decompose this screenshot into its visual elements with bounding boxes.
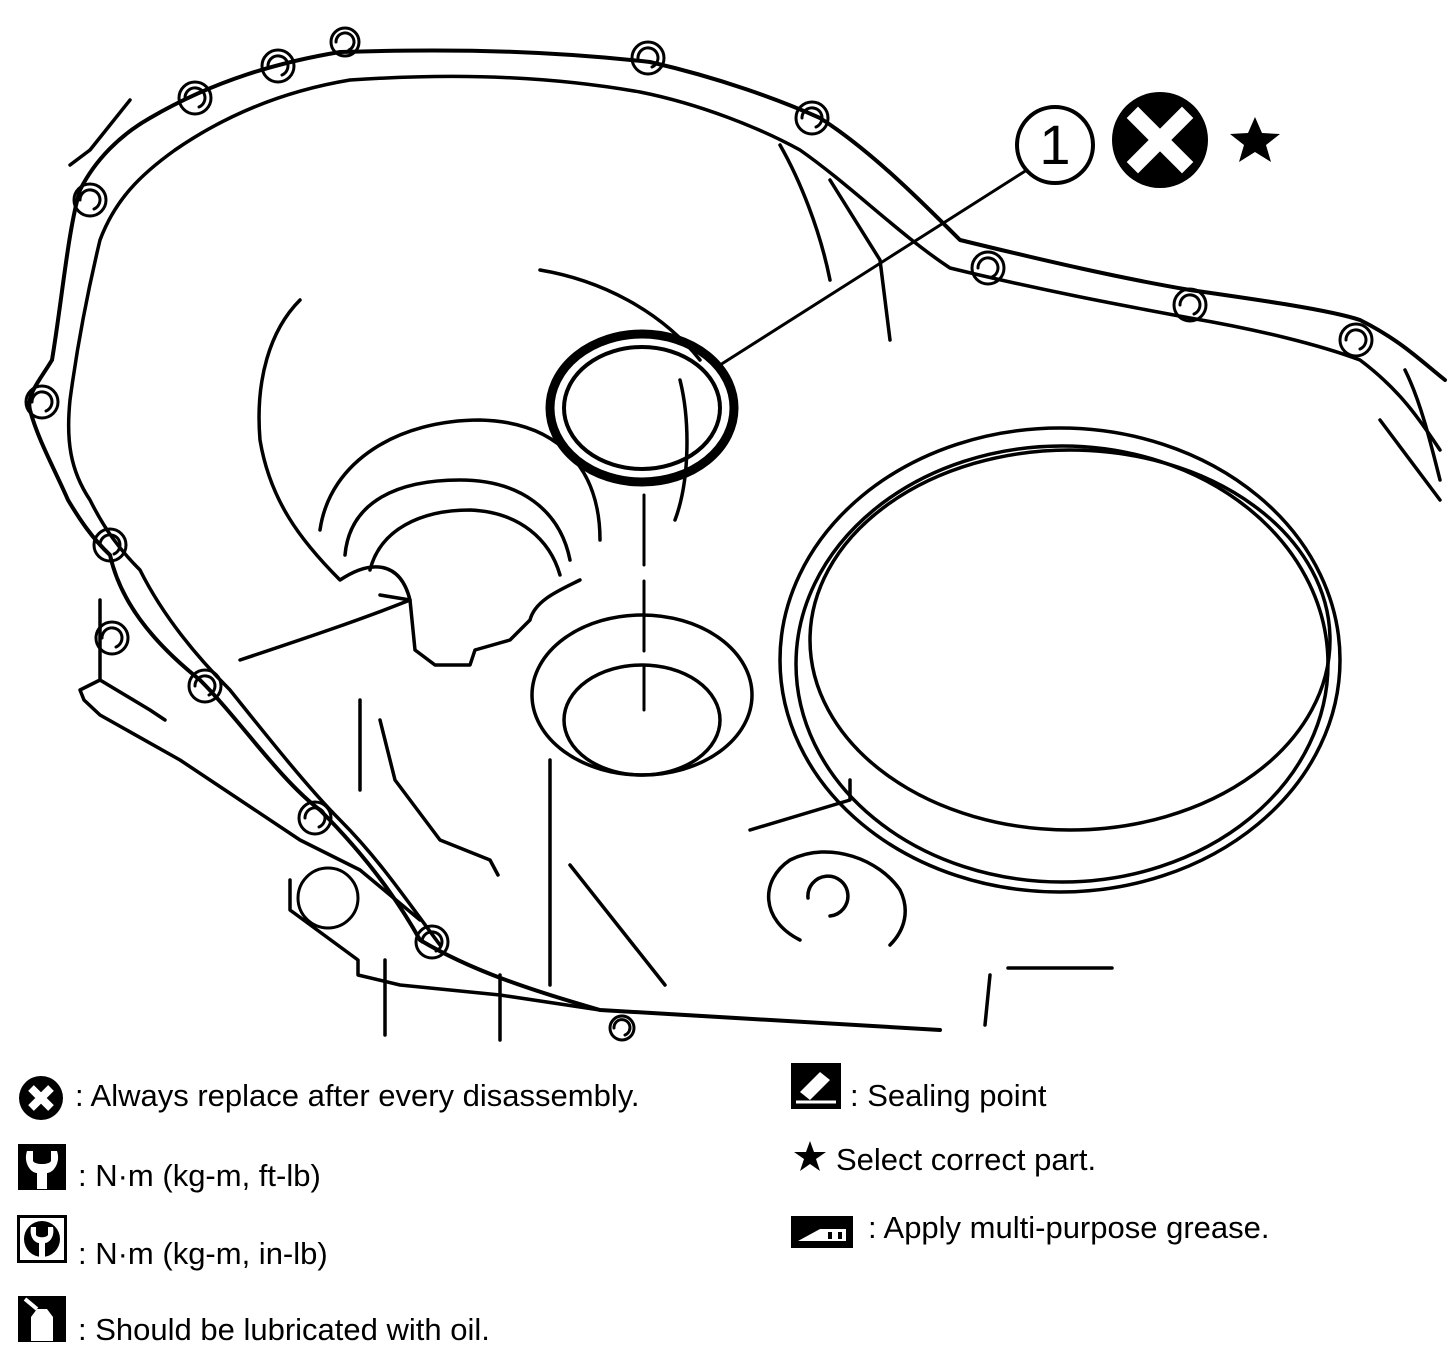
case-lower-walls [358,698,667,1042]
callout-leader-line [718,166,1032,367]
housing-details [68,98,1442,1027]
sealant-tube-icon [791,1063,841,1109]
grease-gun-icon [791,1216,853,1248]
legend-torque-ft-text: : N·m (kg-m, ft-lb) [78,1158,321,1193]
housing-left-ledge [78,598,602,1012]
replace-x-icon [1112,92,1208,188]
legend-torque-in-text: : N·m (kg-m, in-lb) [78,1236,328,1271]
seal-ring-part-1 [545,329,739,487]
housing-outer-flange [27,48,1447,1032]
case-inner-contour [238,298,412,662]
star-icon [1230,117,1280,162]
large-bore [778,426,1342,894]
star-icon [794,1141,826,1171]
callout-number: 1 [1039,113,1070,176]
wrench-torque-in-icon [17,1215,67,1263]
legend-select-text: Select correct part. [836,1142,1097,1177]
center-bore [318,418,754,777]
flange-bolt-bosses [24,26,1374,1042]
replace-x-icon [19,1076,63,1120]
callout-circle [1015,105,1095,185]
housing-inner-flange [66,74,1442,947]
legend-lubricate-text: : Should be lubricated with oil. [78,1312,490,1347]
legend-replace-text: : Always replace after every disassembly… [75,1078,640,1113]
legend-grease-text: : Apply multi-purpose grease. [868,1210,1270,1245]
wrench-torque-ft-icon [18,1144,66,1190]
oil-can-icon [18,1296,66,1342]
legend-sealing-text: : Sealing point [850,1078,1047,1113]
